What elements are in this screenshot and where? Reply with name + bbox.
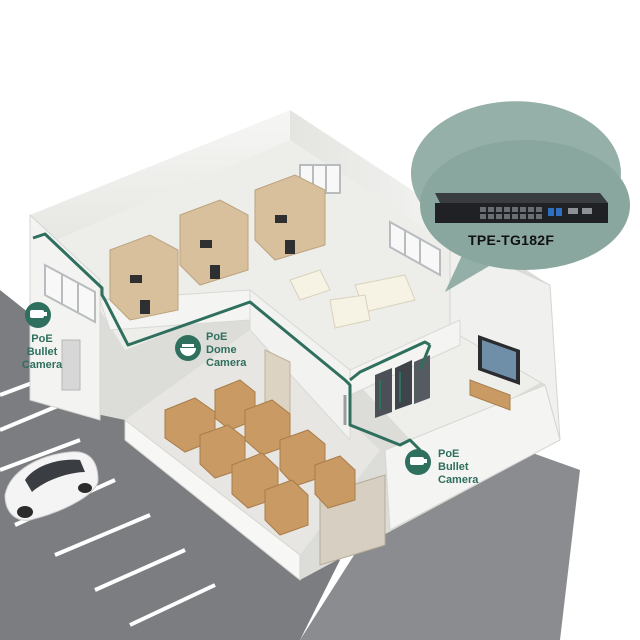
lounge-furniture (289, 269, 416, 329)
camera-label-line: Bullet (26, 346, 58, 358)
camera-label-bullet-right: PoE Bullet Camera (438, 448, 494, 487)
camera-label-dome: PoE Dome Camera (206, 331, 262, 370)
back-left-wall (30, 110, 290, 245)
warehouse-boxes (164, 379, 356, 536)
dome-camera-icon (175, 335, 201, 361)
front-wall (124, 418, 301, 582)
car (4, 451, 99, 521)
server-racks (375, 355, 430, 418)
side-door (61, 339, 81, 391)
camera-label-line: PoE (206, 331, 228, 343)
camera-label-line: PoE (31, 333, 53, 345)
camera-label-line: Bullet (438, 461, 469, 473)
switch-model-label: TPE-TG182F (468, 232, 555, 248)
camera-label-line: Camera (438, 474, 479, 486)
wall-tv (469, 335, 520, 411)
front-right-wall (384, 384, 561, 531)
back-right-wall (290, 110, 450, 245)
camera-label-line: Camera (21, 359, 63, 371)
camera-label-bullet-left: PoE Bullet Camera (18, 333, 66, 372)
camera-label-line: Dome (206, 344, 237, 356)
office-cubicles (109, 174, 326, 321)
camera-label-line: Camera (206, 357, 247, 369)
bullet-camera-icon (25, 302, 51, 328)
partition-wall-mid (249, 288, 351, 442)
network-cables (32, 232, 432, 452)
network-switch-device (435, 193, 608, 223)
camera-label-line: PoE (438, 448, 460, 460)
bullet-camera-icon (405, 449, 431, 475)
